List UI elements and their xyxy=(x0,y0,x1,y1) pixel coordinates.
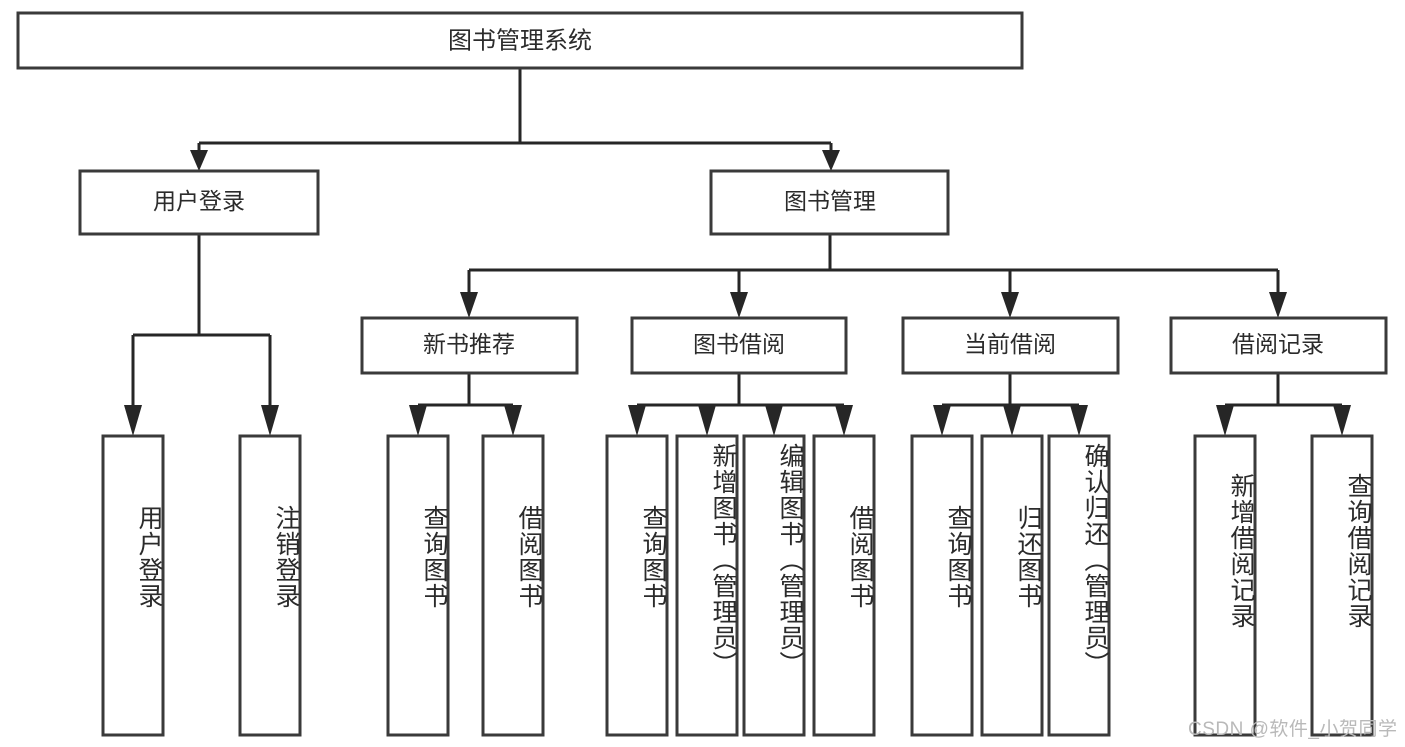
connectors-new-book-recommend-to-leaves xyxy=(409,373,522,436)
leaf-box-confirm-return-admin[interactable] xyxy=(1047,434,1111,737)
leaf-box-query-borrow-record[interactable] xyxy=(1310,434,1374,737)
leaf-box-query-book-3[interactable] xyxy=(910,434,974,737)
node-book-manage-label: 图书管理 xyxy=(784,188,876,214)
arrow-head-leaf-edit-book-admin xyxy=(765,405,783,436)
connectors-book-borrow-to-leaves xyxy=(628,373,853,436)
arrow-head-leaf-query-book-3 xyxy=(933,405,951,436)
leaf-box-user-login[interactable] xyxy=(101,434,165,737)
arrow-head-leaf-query-book-2 xyxy=(628,405,646,436)
arrow-head-leaf-user-login xyxy=(124,405,142,436)
leaf-box-query-book-2[interactable] xyxy=(605,434,669,737)
leaf-box-logout-login[interactable] xyxy=(238,434,302,737)
arrow-head-leaf-borrow-book-1 xyxy=(504,405,522,436)
leaf-box-return-book[interactable] xyxy=(980,434,1044,737)
node-current-borrow-label: 当前借阅 xyxy=(964,331,1056,357)
node-root-label: 图书管理系统 xyxy=(448,27,592,54)
node-book-borrow-box[interactable] xyxy=(630,316,848,375)
csdn-watermark: CSDN @软件_小贺同学 xyxy=(1188,719,1398,740)
arrow-head-leaf-logout-login xyxy=(261,405,279,436)
leaf-box-query-book-1[interactable] xyxy=(386,434,450,737)
node-book-borrow-label: 图书借阅 xyxy=(693,331,785,357)
node-user-login-label: 用户登录 xyxy=(153,188,245,214)
node-book-borrow[interactable]: 图书借阅 xyxy=(630,316,848,375)
arrow-head-borrow-record xyxy=(1269,292,1287,318)
leaf-boxes xyxy=(101,434,1374,737)
node-book-manage[interactable]: 图书管理 xyxy=(709,169,950,236)
arrow-head-book-borrow xyxy=(730,292,748,318)
arrow-head-leaf-query-book-1 xyxy=(409,405,427,436)
node-user-login-box[interactable] xyxy=(78,169,320,236)
leaf-box-add-book-admin[interactable] xyxy=(675,434,739,737)
arrow-head-leaf-return-book xyxy=(1003,405,1021,436)
node-user-login[interactable]: 用户登录 xyxy=(78,169,320,236)
arrow-head-leaf-borrow-book-2 xyxy=(835,405,853,436)
node-root-box[interactable] xyxy=(16,11,1024,70)
node-book-manage-box[interactable] xyxy=(709,169,950,236)
connectors-borrow-record-to-leaves xyxy=(1216,373,1351,436)
arrow-head-leaf-add-book-admin xyxy=(698,405,716,436)
leaf-box-edit-book-admin[interactable] xyxy=(742,434,806,737)
connectors-user-login-to-leaves xyxy=(124,234,279,436)
arrow-head-leaf-query-borrow-record xyxy=(1333,405,1351,436)
connectors-current-borrow-to-leaves xyxy=(933,373,1088,436)
node-new-book-recommend[interactable]: 新书推荐 xyxy=(360,316,579,375)
node-new-book-recommend-label: 新书推荐 xyxy=(423,331,515,357)
leaf-box-borrow-book-1[interactable] xyxy=(481,434,545,737)
node-current-borrow-box[interactable] xyxy=(901,316,1120,375)
arrow-head-user-login xyxy=(190,150,208,171)
arrow-head-book-manage xyxy=(822,150,840,171)
leaf-box-borrow-book-2[interactable] xyxy=(812,434,876,737)
node-new-book-recommend-box[interactable] xyxy=(360,316,579,375)
arrow-head-leaf-confirm-return-admin xyxy=(1070,405,1088,436)
arrow-head-new-book-recommend xyxy=(460,292,478,318)
arrow-head-current-borrow xyxy=(1001,292,1019,318)
node-current-borrow[interactable]: 当前借阅 xyxy=(901,316,1120,375)
node-borrow-record-label: 借阅记录 xyxy=(1232,331,1324,357)
connectors-root-to-level2 xyxy=(190,68,840,171)
arrow-head-leaf-add-borrow-record xyxy=(1216,405,1234,436)
connectors-book-manage-to-level3 xyxy=(460,234,1287,318)
leaf-box-add-borrow-record[interactable] xyxy=(1193,434,1257,737)
node-borrow-record-box[interactable] xyxy=(1169,316,1388,375)
node-borrow-record[interactable]: 借阅记录 xyxy=(1169,316,1388,375)
node-root[interactable]: 图书管理系统 xyxy=(16,11,1024,70)
